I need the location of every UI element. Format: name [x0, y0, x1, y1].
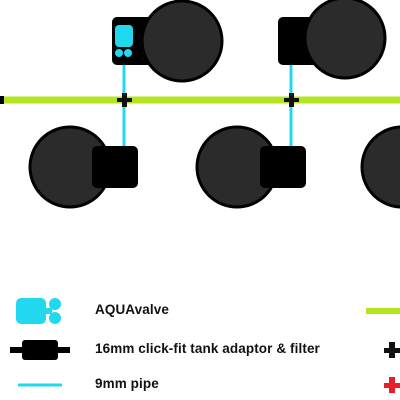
legend-label-aquavalve: AQUAvalve	[95, 302, 169, 317]
black-cross-connector-icon	[384, 342, 400, 358]
legend-label-9mm-pipe: 9mm pipe	[95, 376, 159, 391]
nine-mm-pipe-icon	[18, 383, 62, 387]
tank-adaptor-filter-icon	[10, 340, 70, 360]
legend-label-tank-adaptor: 16mm click-fit tank adaptor & filter	[95, 341, 320, 356]
pot-bottom-right	[360, 125, 400, 209]
aquavalve-top-left	[115, 25, 133, 57]
tank-bottom-left	[92, 146, 138, 188]
tank-bottom-middle	[260, 146, 306, 188]
legend-row-tank-adaptor: 16mm click-fit tank adaptor & filter	[0, 335, 400, 365]
pot-top-left	[140, 0, 224, 83]
irrigation-diagram	[0, 0, 400, 209]
legend-row-aquavalve: AQUAvalve	[0, 296, 400, 326]
main-pipe-line-icon	[366, 308, 400, 314]
legend-row-9mm-pipe: 9mm pipe	[0, 370, 400, 400]
pipe-end-cap	[0, 96, 4, 104]
red-cross-connector-icon	[384, 377, 400, 393]
cross-connector-left	[117, 93, 132, 107]
pot-top-right	[303, 0, 387, 80]
aquavalve-icon	[16, 298, 61, 324]
cross-connector-right	[284, 93, 299, 107]
